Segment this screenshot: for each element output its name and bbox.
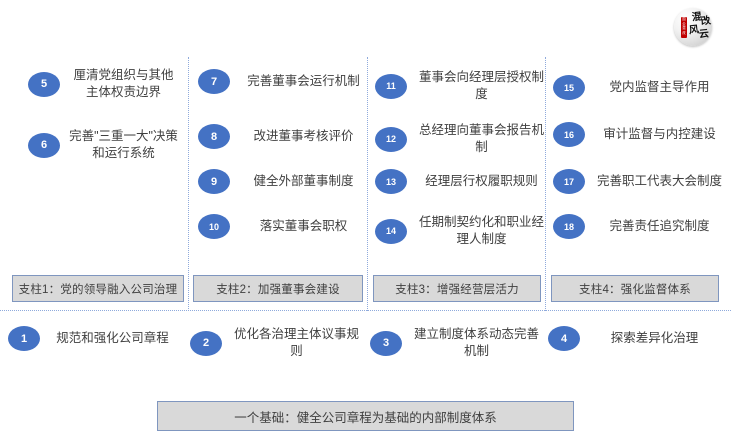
list-item[interactable]: 17 完善职工代表大会制度 (553, 169, 725, 194)
logo-emblem: 国 企 混 改 混 改 风 云 (672, 6, 718, 48)
item-label: 建立制度体系动态完善机制 (413, 327, 539, 358)
item-label: 总经理向董事会报告机制 (418, 123, 544, 154)
item-number-badge: 17 (553, 169, 585, 194)
item-number-badge: 10 (198, 214, 230, 239)
list-item[interactable]: 13 经理层行权履职规则 (375, 169, 547, 194)
item-number-badge: 15 (553, 75, 585, 100)
pillar-4-column: 15 党内监督主导作用 16 审计监督与内控建设 17 完善职工代表大会制度 1… (550, 57, 731, 270)
list-item[interactable]: 12 总经理向董事会报告机制 (375, 122, 547, 156)
list-item[interactable]: 11 董事会向经理层授权制度 (375, 69, 547, 103)
column-divider-2 (367, 57, 368, 311)
foundation-bar[interactable]: 一个基础：健全公司章程为基础的内部制度体系 (157, 401, 574, 431)
logo-characters: 混 改 风 云 (688, 12, 712, 44)
item-label: 厘清党组织与其他主体权责边界 (73, 68, 174, 99)
base-list-item[interactable]: 3 建立制度体系动态完善机制 (370, 326, 542, 360)
pillar-label-4[interactable]: 支柱4：强化监督体系 (551, 275, 719, 302)
item-number-badge: 3 (370, 330, 402, 356)
item-number-badge: 16 (553, 122, 585, 147)
base-list-item[interactable]: 2 优化各治理主体议事规则 (190, 326, 362, 360)
item-number-badge: 6 (28, 132, 60, 158)
item-label: 规范和强化公司章程 (56, 331, 169, 345)
list-item[interactable]: 6 完善"三重一大"决策和运行系统 (28, 128, 178, 162)
pillar-2-column: 7 完善董事会运行机制 8 改进董事考核评价 9 健全外部董事制度 10 落实董… (193, 57, 376, 270)
item-label: 审计监督与内控建设 (603, 127, 716, 141)
pillar-3-column: 11 董事会向经理层授权制度 12 总经理向董事会报告机制 13 经理层行权履职… (372, 57, 555, 270)
logo-seal-icon: 国 企 混 改 (681, 17, 687, 38)
column-divider-1 (188, 57, 189, 311)
list-item[interactable]: 16 审计监督与内控建设 (553, 122, 725, 147)
logo-seal-char-1: 企 (682, 21, 686, 26)
item-label: 健全外部董事制度 (253, 174, 354, 188)
pillar-label-2[interactable]: 支柱2：加强董事会建设 (193, 275, 363, 302)
pillar-label-1[interactable]: 支柱1：党的领导融入公司治理 (12, 275, 184, 302)
item-label: 完善董事会运行机制 (247, 74, 360, 88)
list-item[interactable]: 15 党内监督主导作用 (553, 75, 725, 100)
item-number-badge: 12 (375, 126, 407, 152)
item-label: 经理层行权履职规则 (425, 174, 538, 188)
item-label: 探索差异化治理 (610, 331, 699, 345)
logo-sphere: 国 企 混 改 混 改 风 云 (674, 8, 712, 46)
item-number-badge: 9 (198, 169, 230, 194)
pillar-1-column: 5 厘清党组织与其他主体权责边界 6 完善"三重一大"决策和运行系统 (5, 57, 188, 270)
base-list-item[interactable]: 1 规范和强化公司章程 (8, 326, 176, 351)
item-label: 完善责任追究制度 (609, 219, 710, 233)
item-label: 完善"三重一大"决策和运行系统 (69, 129, 178, 160)
list-item[interactable]: 7 完善董事会运行机制 (198, 69, 368, 94)
logo-seal-char-0: 国 (682, 17, 686, 21)
item-label: 党内监督主导作用 (609, 80, 710, 94)
base-list-item[interactable]: 4 探索差异化治理 (548, 326, 720, 351)
item-label: 改进董事考核评价 (253, 129, 354, 143)
item-number-badge: 1 (8, 326, 40, 351)
list-item[interactable]: 8 改进董事考核评价 (198, 124, 368, 149)
item-label: 任期制契约化和职业经理人制度 (418, 215, 544, 246)
logo-char-1: 改 (700, 15, 712, 28)
list-item[interactable]: 18 完善责任追究制度 (553, 214, 725, 239)
item-number-badge: 18 (553, 214, 585, 239)
logo-char-3: 云 (698, 28, 710, 41)
item-number-badge: 5 (28, 71, 60, 97)
logo-seal-char-2: 混 (682, 26, 686, 31)
pillar-label-3[interactable]: 支柱3：增强经营层活力 (373, 275, 541, 302)
item-number-badge: 4 (548, 326, 580, 351)
item-label: 优化各治理主体议事规则 (233, 327, 359, 358)
item-label: 落实董事会职权 (259, 219, 348, 233)
item-number-badge: 13 (375, 169, 407, 194)
item-number-badge: 14 (375, 218, 407, 244)
item-number-badge: 8 (198, 124, 230, 149)
list-item[interactable]: 14 任期制契约化和职业经理人制度 (375, 214, 547, 248)
logo-seal-char-3: 改 (682, 30, 686, 35)
list-item[interactable]: 10 落实董事会职权 (198, 214, 368, 239)
item-label: 董事会向经理层授权制度 (418, 70, 544, 101)
row-divider (0, 310, 731, 311)
item-label: 完善职工代表大会制度 (596, 174, 722, 188)
item-number-badge: 11 (375, 73, 407, 99)
item-number-badge: 7 (198, 69, 230, 94)
list-item[interactable]: 5 厘清党组织与其他主体权责边界 (28, 67, 178, 101)
list-item[interactable]: 9 健全外部董事制度 (198, 169, 368, 194)
item-number-badge: 2 (190, 330, 222, 356)
column-divider-3 (545, 57, 546, 311)
